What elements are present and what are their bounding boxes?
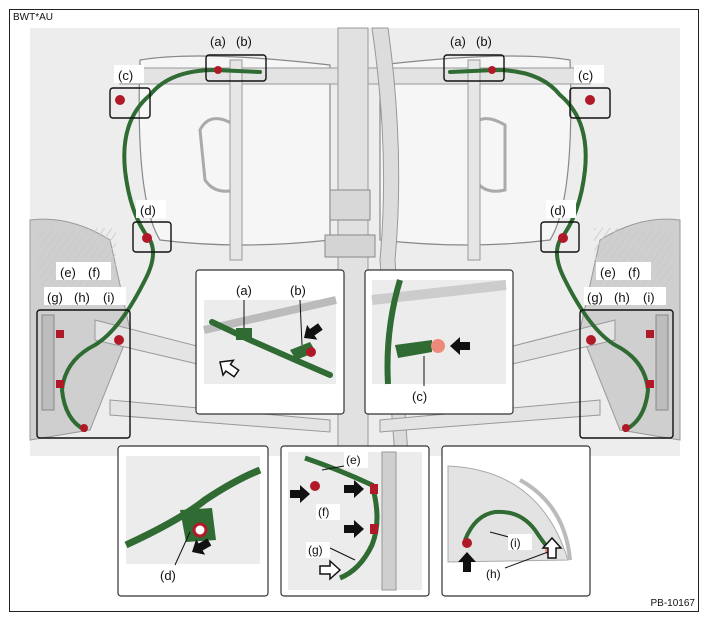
model-code: BWT*AU (13, 12, 53, 23)
detail-label-i: (i) (510, 536, 521, 550)
figure-id: PB-10167 (650, 598, 695, 609)
label-i-left: (i) (103, 290, 115, 305)
label-a-left: (a) (210, 34, 226, 49)
detail-panel-h-i: (i) (h) (441, 445, 591, 597)
callout-boxes (36, 54, 674, 439)
label-g-left: (g) (47, 290, 63, 305)
label-c-left: (c) (118, 68, 133, 83)
label-d-left: (d) (140, 203, 156, 218)
label-d-right: (d) (550, 203, 566, 218)
detail-label-d: (d) (160, 568, 176, 583)
detail-panel-c: (c) (364, 269, 514, 415)
detail-panel-e-f-g: (e) (f) (g) (280, 445, 430, 597)
detail-label-f: (f) (318, 505, 329, 519)
main-view-labels: (a) (b) (a) (b) (c) (c) (d) (d) (e) (f) … (44, 34, 666, 305)
label-e-right: (e) (600, 265, 616, 280)
detail-label-e: (e) (346, 453, 361, 467)
label-b-left: (b) (236, 34, 252, 49)
clips-main (56, 66, 654, 432)
label-b-right: (b) (476, 34, 492, 49)
detail-label-g: (g) (308, 543, 323, 557)
detail-label-h: (h) (486, 567, 501, 581)
label-e-left: (e) (60, 265, 76, 280)
label-a-right: (a) (450, 34, 466, 49)
label-i-right: (i) (643, 290, 655, 305)
label-f-left: (f) (88, 265, 100, 280)
label-c-right: (c) (578, 68, 593, 83)
detail-panel-d: (d) (117, 445, 269, 597)
detail-label-b: (b) (290, 283, 306, 298)
label-h-left: (h) (74, 290, 90, 305)
detail-label-c: (c) (412, 389, 427, 404)
detail-panel-a-b: (a) (b) (195, 269, 345, 415)
undercarriage-view (29, 27, 681, 457)
detail-label-a: (a) (236, 283, 252, 298)
label-f-right: (f) (628, 265, 640, 280)
label-h-right: (h) (614, 290, 630, 305)
label-g-right: (g) (587, 290, 603, 305)
